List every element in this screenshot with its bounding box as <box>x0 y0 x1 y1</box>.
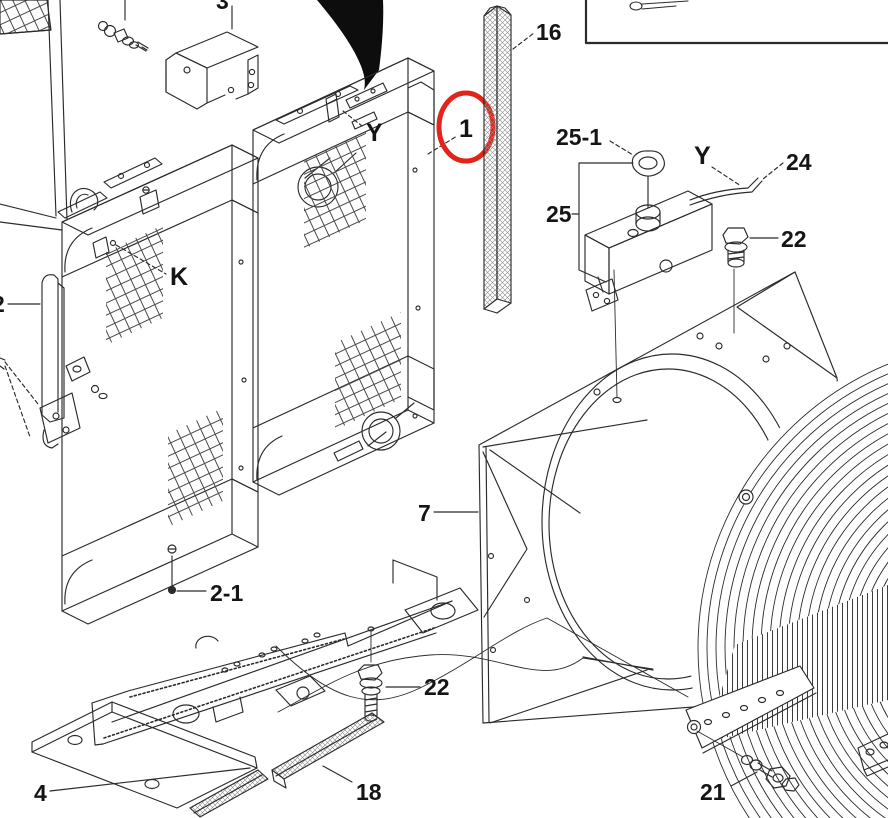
callout-21: 21 <box>700 779 726 805</box>
leader-25-1 <box>609 140 634 156</box>
bolt-21 <box>696 730 800 792</box>
fan-guard <box>685 340 888 818</box>
clamp-hardware-small <box>0 356 108 449</box>
callout-16: 16 <box>536 19 562 45</box>
radiator-right <box>252 57 435 496</box>
leader-y-top <box>342 110 363 127</box>
bracket-25 <box>571 162 634 283</box>
seal-strips-18 <box>189 712 385 818</box>
upper-bracket-bolt <box>97 0 149 52</box>
leader-24 <box>762 162 784 180</box>
callout-2-1: 2-1 <box>210 580 243 606</box>
overflow-hose <box>689 177 763 206</box>
callout-24: 24 <box>786 149 812 175</box>
drain-screw-2-1 <box>167 544 207 595</box>
reserve-tank <box>584 150 713 404</box>
callout-2-partial: 2 <box>0 291 5 317</box>
base-plate <box>31 701 258 809</box>
oil-cooler-left <box>57 144 259 625</box>
direction-arrow <box>317 0 384 90</box>
callout-25-1: 25-1 <box>556 124 602 150</box>
top-right-cut-box <box>584 0 888 45</box>
callout-3-partial: 3 <box>216 0 229 14</box>
seal-strip-16 <box>483 5 535 314</box>
leader-k <box>115 244 167 275</box>
guide-curves <box>275 617 689 713</box>
callout-22-lower: 22 <box>424 674 450 700</box>
callout-7: 7 <box>418 500 431 526</box>
callout-1: 1 <box>459 115 473 143</box>
bolt-22-upper <box>722 227 779 334</box>
callout-4: 4 <box>34 780 47 806</box>
support-bracket <box>91 559 479 746</box>
callout-y-top: Y <box>366 119 383 147</box>
side-channel-strip <box>7 274 65 423</box>
bottom-right-cut-plate <box>857 733 888 777</box>
callout-y-hose: Y <box>694 142 711 170</box>
background-panel-cut <box>0 0 68 231</box>
callout-k: K <box>170 263 188 291</box>
callout-22-upper: 22 <box>781 226 807 252</box>
callout-25: 25 <box>546 201 572 227</box>
upper-mount-bracket <box>165 5 259 110</box>
callout-18: 18 <box>356 779 382 805</box>
leader-y-hose <box>711 166 742 187</box>
